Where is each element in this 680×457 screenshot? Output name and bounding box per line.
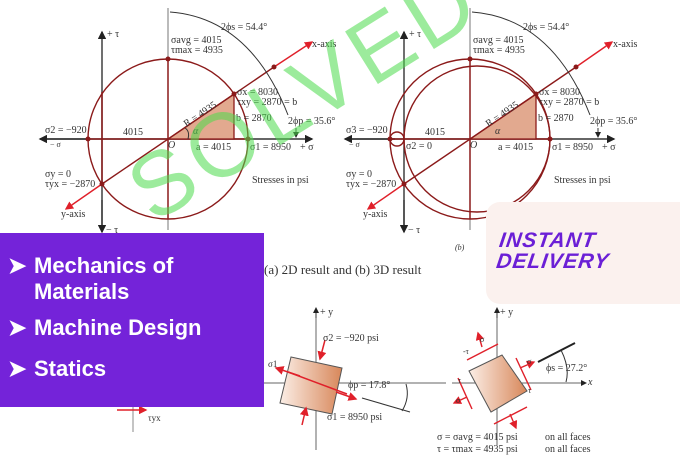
partial-element xyxy=(117,405,148,432)
sigma-avg-line: σ = σavg = 4015 psi xyxy=(437,432,518,443)
b-label: b = 2870 xyxy=(236,113,272,124)
sigma-left-label: σ xyxy=(456,396,461,405)
phi-s-label: ϕs = 27.2° xyxy=(546,363,588,374)
tau-left-label: τ xyxy=(458,376,462,385)
two-phi-p-label: 2ϕp = 35.6° xyxy=(288,116,336,127)
sigma-x-label: σx = 8030 xyxy=(539,87,581,98)
mohr-circle-3d xyxy=(343,8,616,234)
max-shear-element xyxy=(452,307,587,445)
sigma-x-label: σx = 8030 xyxy=(237,87,279,98)
tau-max-label: τmax = 4935 xyxy=(473,45,525,56)
tau-max-label: τmax = 4935 xyxy=(171,45,223,56)
sigma-neg-label: − σ xyxy=(349,140,360,149)
tau-max-note: on all faces xyxy=(545,444,591,455)
sigma-avg-note: on all faces xyxy=(545,432,591,443)
figure-b-label: (b) xyxy=(455,243,465,252)
two-phi-s-label: 2ϕs = 54.4° xyxy=(523,22,570,33)
sigma-neg-label: − σ xyxy=(50,140,61,149)
neg-tau-top-label: -τ xyxy=(463,347,469,356)
arrow-icon: ➤ xyxy=(8,356,27,381)
instant-delivery-badge: INSTANT DELIVERY xyxy=(486,202,680,304)
tau-pos-label: + τ xyxy=(409,29,422,40)
subjects-panel: ➤Mechanics of Materials ➤Machine Design … xyxy=(0,233,264,407)
tau-yx-label: τyx = −2870 xyxy=(346,179,397,190)
tau-neg-label: − τ xyxy=(106,225,119,236)
subject-item-machine-design: ➤ Machine Design xyxy=(8,315,201,341)
sigma-pos-label: + σ xyxy=(300,142,314,153)
sigma-right-label: σ xyxy=(527,357,532,366)
origin-label: O xyxy=(470,140,478,151)
subject-label: Mechanics of Materials xyxy=(34,253,174,304)
sigma-2-label: σ2 = −920 psi xyxy=(323,333,379,344)
a-label: a = 4015 xyxy=(498,142,534,153)
mohr-circle-2d xyxy=(38,8,314,234)
sigma-1-label: σ1 = 8950 xyxy=(250,142,292,153)
tau-yx-partial-label: τyx xyxy=(148,413,161,423)
sigma-avg-label: σavg = 4015 xyxy=(171,35,222,46)
figure-caption: (a) 2D result and (b) 3D result xyxy=(264,262,422,277)
sigma-1-left-label: σ1 xyxy=(268,359,278,369)
subject-item-mechanics: ➤ Mechanics of Materials xyxy=(8,253,173,305)
origin-label: O xyxy=(168,140,176,151)
arrow-icon: ➤ xyxy=(8,315,27,340)
x-axis-label: x-axis xyxy=(312,39,337,50)
alpha-label: α xyxy=(495,126,501,137)
sigma-pos-label: + σ xyxy=(602,142,616,153)
dist-4015-label: 4015 xyxy=(123,127,143,138)
two-phi-p-label: 2ϕp = 35.6° xyxy=(590,116,638,127)
principal-stress-element xyxy=(262,307,446,450)
tau-yx-label: τyx = −2870 xyxy=(45,179,96,190)
alpha-label: α xyxy=(193,126,199,137)
y-axis-label: y-axis xyxy=(61,209,86,220)
sigma-2-label: σ2 = 0 xyxy=(406,141,433,152)
subject-label: Machine Design xyxy=(34,315,202,340)
sigma-1-label: σ1 = 8950 psi xyxy=(327,412,383,423)
sigma-y-label: σy = 0 xyxy=(45,169,72,180)
subject-label: Statics xyxy=(34,356,107,381)
x-axis-label: x-axis xyxy=(613,39,638,50)
badge-text: INSTANT DELIVERY xyxy=(494,229,614,273)
badge-line-2: DELIVERY xyxy=(494,250,611,273)
tau-neg-label: − τ xyxy=(408,225,421,236)
sigma-y-label: σy = 0 xyxy=(346,169,373,180)
x-label: x xyxy=(588,377,593,388)
sigma-2-label: σ2 = −920 xyxy=(45,125,87,136)
b-label: b = 2870 xyxy=(538,113,574,124)
tau-max-line: τ = τmax = 4935 psi xyxy=(437,444,518,455)
tau-xy-label: τxy = 2870 = b xyxy=(539,97,600,108)
units-label: Stresses in psi xyxy=(252,175,309,186)
sigma-top-label: σ xyxy=(480,335,485,344)
subject-item-statics: ➤ Statics xyxy=(8,356,106,382)
dist-4015-label: 4015 xyxy=(425,127,445,138)
tau-xy-label: τxy = 2870 = b xyxy=(237,97,298,108)
two-phi-s-label: 2ϕs = 54.4° xyxy=(221,22,268,33)
sigma-avg-label: σavg = 4015 xyxy=(473,35,524,46)
tau-pos-label: + τ xyxy=(107,29,120,40)
units-label: Stresses in psi xyxy=(554,175,611,186)
phi-p-label: ϕp = 17.8° xyxy=(348,380,391,391)
tau-right-label: τ xyxy=(528,386,532,395)
a-label: a = 4015 xyxy=(196,142,232,153)
plus-y-label: + y xyxy=(320,307,334,318)
badge-line-1: INSTANT xyxy=(497,229,598,252)
sigma-3-label: σ3 = −920 xyxy=(346,125,388,136)
arrow-icon: ➤ xyxy=(8,253,27,278)
y-axis-label: y-axis xyxy=(363,209,388,220)
sigma-1-label: σ1 = 8950 xyxy=(552,142,594,153)
plus-y-label: + y xyxy=(500,307,514,318)
